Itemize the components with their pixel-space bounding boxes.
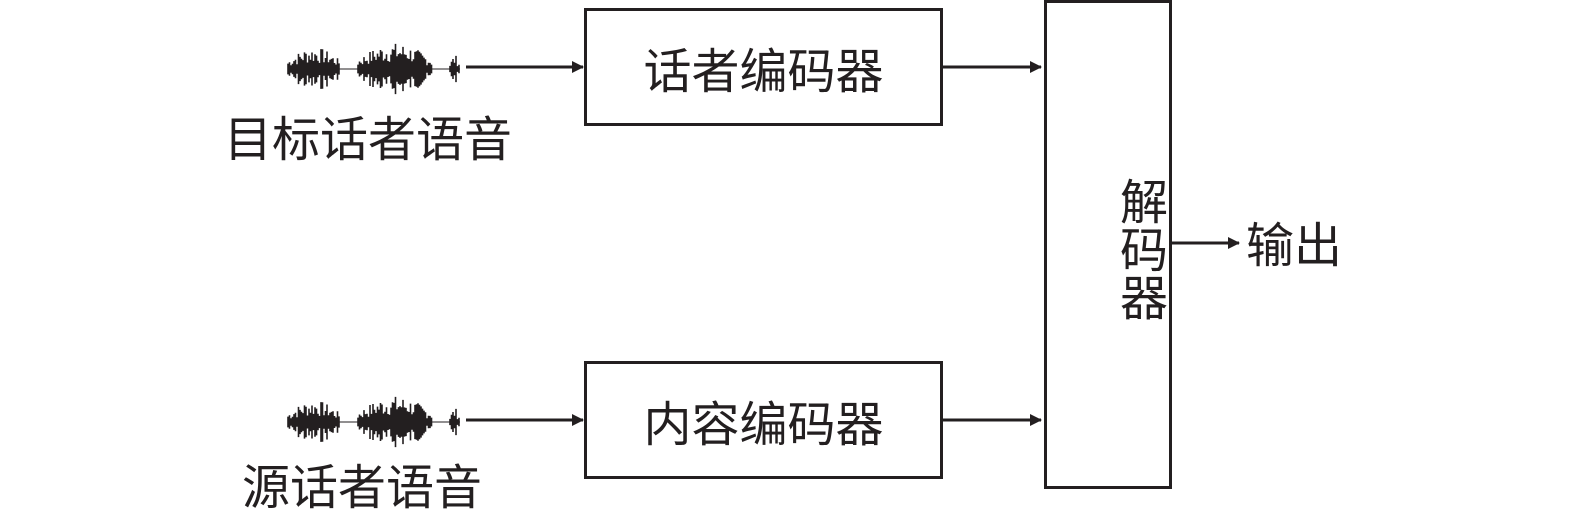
speaker-encoder-block: 话者编码器 [584,8,943,126]
decoder-block: 解码器 [1044,0,1172,489]
decoder-label: 解码器 [1111,177,1167,321]
content-encoder-block: 内容编码器 [584,361,943,479]
content-encoder-label: 内容编码器 [643,397,884,453]
output-label: 输出 [1246,218,1343,274]
target-speech-label: 目标话者语音 [224,112,513,168]
source-speech-label: 源话者语音 [242,460,483,516]
source-waveform-icon [287,396,460,448]
target-waveform-icon [287,43,460,95]
speaker-encoder-label: 话者编码器 [643,44,884,100]
